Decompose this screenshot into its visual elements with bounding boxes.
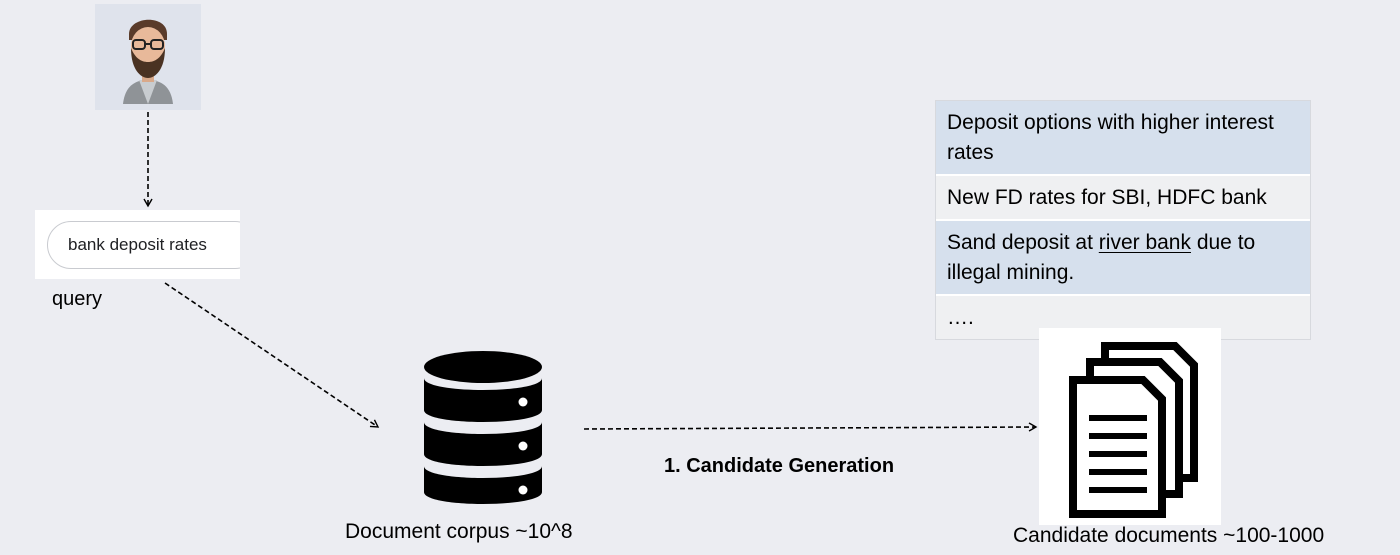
query-label: query <box>52 288 103 310</box>
database-icon <box>424 351 542 504</box>
document-stack-icon <box>1069 342 1198 518</box>
result-text-end: due to illegal mining. <box>947 231 1256 284</box>
search-input[interactable]: bank deposit rates <box>47 221 240 269</box>
result-item: Sand deposit at river bank due to illega… <box>936 221 1310 296</box>
corpus-to-candidates-arrow <box>583 422 1038 432</box>
result-highlight-term: river bank <box>1098 231 1191 254</box>
query-to-corpus-arrow <box>164 282 380 428</box>
result-item: Deposit options with higher interest rat… <box>936 101 1310 176</box>
result-item: New FD rates for SBI, HDFC bank <box>936 176 1310 221</box>
search-box-card: bank deposit rates <box>35 210 240 279</box>
bearded-man-avatar-icon <box>123 19 173 104</box>
corpus-label: Document corpus ~10^8 <box>345 520 573 543</box>
candidate-documents-box <box>1039 328 1221 525</box>
candidate-results-list: Deposit options with higher interest rat… <box>935 100 1311 340</box>
search-query-text: bank deposit rates <box>68 235 207 254</box>
result-text-start: Sand deposit at <box>947 231 1099 254</box>
candidate-documents-label: Candidate documents ~100-1000 <box>1013 524 1325 547</box>
result-text: Deposit options with higher interest rat… <box>947 111 1274 164</box>
result-text: New FD rates for SBI, HDFC bank <box>947 186 1267 209</box>
result-ellipsis: …. <box>947 306 974 329</box>
user-avatar <box>95 4 201 110</box>
candidate-generation-label: 1. Candidate Generation <box>664 455 895 477</box>
